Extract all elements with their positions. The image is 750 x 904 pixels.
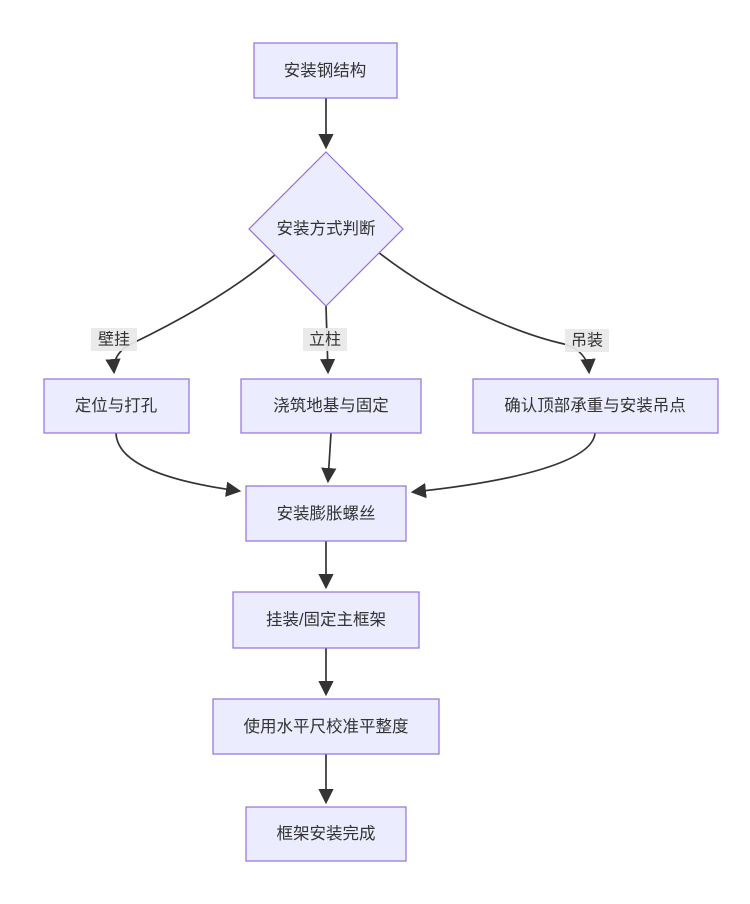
node-label: 确认顶部承重与安装吊点 <box>504 396 686 415</box>
edge-wall-anchor <box>115 432 242 497</box>
node-box <box>472 378 719 434</box>
node-install-expansion-bolts: 安装膨胀螺丝 <box>245 485 407 542</box>
edge-decision-ceiling <box>377 251 596 375</box>
node-install-method-decision: 安装方式判断 <box>248 151 404 307</box>
node-label: 安装方式判断 <box>277 219 376 238</box>
node-frame-install-complete: 框架安装完成 <box>245 806 407 862</box>
edge-label-bg <box>565 329 609 352</box>
edge-ceiling-anchor <box>410 432 596 499</box>
edge-label-bg <box>303 328 347 351</box>
edge-label-text: 吊装 <box>571 332 603 350</box>
node-label: 安装膨胀螺丝 <box>277 504 376 523</box>
node-label: 框架安装完成 <box>277 824 376 843</box>
edge-decision-wall <box>105 253 277 375</box>
node-label: 使用水平尺校准平整度 <box>244 717 409 736</box>
node-box <box>212 698 440 755</box>
edge-label-text: 立柱 <box>309 331 341 349</box>
node-box <box>232 591 420 649</box>
node-mount-main-frame: 挂装/固定主框架 <box>232 591 420 649</box>
node-confirm-load-bearing: 确认顶部承重与安装吊点 <box>472 378 719 434</box>
edge-column-anchor <box>321 432 337 484</box>
node-box <box>240 378 422 434</box>
node-position-and-drill: 定位与打孔 <box>43 378 190 434</box>
node-label: 定位与打孔 <box>75 396 158 415</box>
node-label: 浇筑地基与固定 <box>273 396 389 415</box>
edge-label-text: 壁挂 <box>98 330 130 349</box>
edges <box>105 98 596 805</box>
edge-label-wall-mount: 壁挂 <box>91 328 137 351</box>
node-label: 挂装/固定主框架 <box>266 610 386 629</box>
node-level-calibration: 使用水平尺校准平整度 <box>212 698 440 755</box>
edge-label-bg <box>91 328 137 351</box>
edge-label-column-mount: 立柱 <box>303 328 347 351</box>
decision-diamond <box>248 151 404 307</box>
node-box <box>245 806 407 862</box>
edge-label-hoist-mount: 吊装 <box>565 329 609 352</box>
node-pour-foundation: 浇筑地基与固定 <box>240 378 422 434</box>
node-box <box>245 485 407 542</box>
node-box <box>253 42 398 99</box>
node-label: 安装钢结构 <box>284 61 367 80</box>
node-install-steel-structure: 安装钢结构 <box>253 42 398 99</box>
node-box <box>43 378 190 434</box>
